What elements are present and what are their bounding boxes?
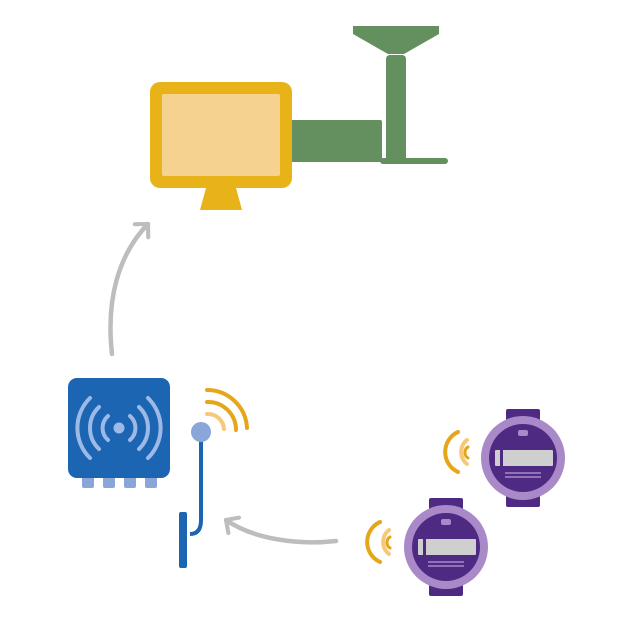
antenna-icon (179, 422, 211, 568)
utility-meter-icon (404, 498, 488, 596)
wifi-signal-icon (205, 387, 249, 432)
broadcast-waves-icon (75, 396, 163, 460)
wifi-signal-icon (365, 520, 392, 564)
arrow-meter-to-antenna (223, 520, 339, 545)
display-station (150, 26, 448, 210)
wireless-reader-icon (68, 378, 170, 488)
utility-meter-icon (481, 409, 565, 507)
desk-lamp-icon (290, 26, 448, 164)
wifi-signal-icon (443, 430, 470, 474)
monitor-icon (150, 82, 292, 210)
arrow-reader-to-display (108, 221, 149, 357)
